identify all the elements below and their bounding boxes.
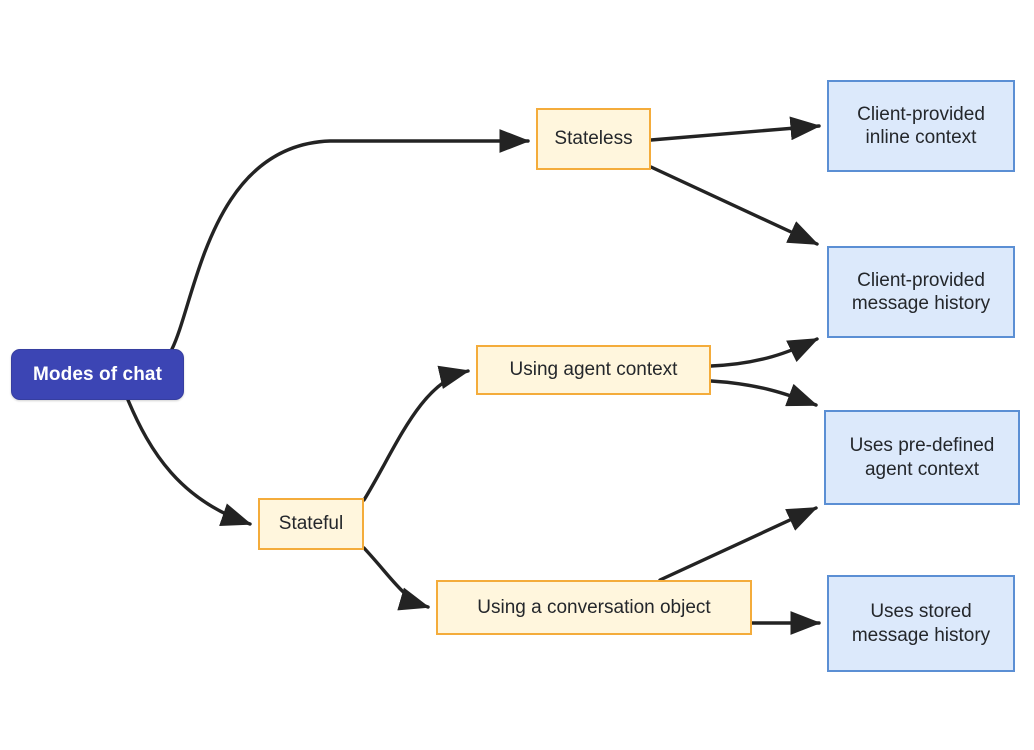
edge-stateful-to-conversation_object bbox=[362, 546, 430, 611]
edge-stateful-to-agent_context bbox=[362, 365, 470, 502]
node-message_history[interactable]: Client-provided message history bbox=[827, 246, 1015, 338]
node-stateless[interactable]: Stateless bbox=[536, 108, 651, 170]
node-label-message_history: Client-provided message history bbox=[851, 269, 991, 314]
node-label-stateful: Stateful bbox=[278, 513, 344, 535]
node-predefined_agent_context[interactable]: Uses pre-defined agent context bbox=[824, 410, 1020, 505]
edge-stateless-to-message_history bbox=[649, 165, 819, 246]
node-label-stored_message_history: Uses stored message history bbox=[851, 601, 991, 646]
node-stored_message_history[interactable]: Uses stored message history bbox=[827, 575, 1015, 672]
edge-conversation_object-to-predefined_agent_context bbox=[658, 506, 818, 582]
node-label-predefined_agent_context: Uses pre-defined agent context bbox=[849, 435, 995, 480]
node-label-stateless: Stateless bbox=[554, 128, 633, 150]
node-label-root: Modes of chat bbox=[32, 363, 163, 385]
node-inline_context[interactable]: Client-provided inline context bbox=[827, 80, 1015, 172]
edge-agent_context-to-message_history bbox=[709, 337, 819, 368]
edge-root-to-stateless bbox=[170, 129, 531, 351]
node-label-conversation_object: Using a conversation object bbox=[477, 596, 711, 618]
node-stateful[interactable]: Stateful bbox=[258, 498, 364, 550]
node-label-agent_context: Using agent context bbox=[509, 359, 678, 381]
edges-group bbox=[126, 116, 822, 635]
node-agent_context[interactable]: Using agent context bbox=[476, 345, 711, 395]
node-root[interactable]: Modes of chat bbox=[11, 349, 184, 400]
node-label-inline_context: Client-provided inline context bbox=[857, 103, 985, 148]
node-conversation_object[interactable]: Using a conversation object bbox=[436, 580, 752, 635]
edge-root-to-stateful bbox=[126, 398, 252, 526]
edge-agent_context-to-predefined_agent_context bbox=[709, 379, 818, 407]
edge-stateless-to-inline_context bbox=[649, 116, 822, 142]
